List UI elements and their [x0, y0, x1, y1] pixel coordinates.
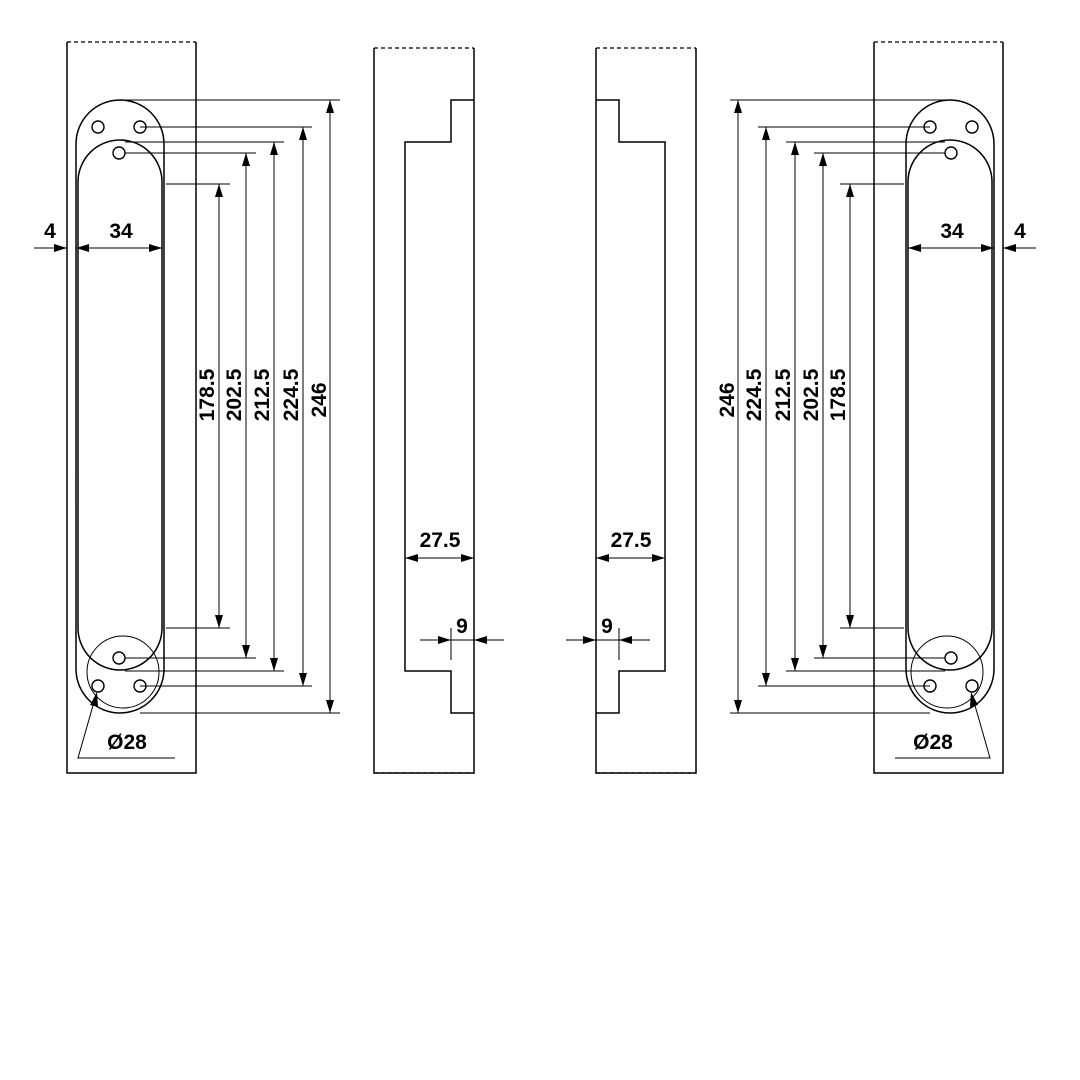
dim-224-5: 224.5 [743, 368, 766, 421]
door-outline [66, 42, 197, 774]
right-front-view: 246 224.5 212.5 202.5 178.5 34 4 Ø28 [716, 41, 1036, 774]
dim-224-5: 224.5 [280, 368, 303, 421]
center-right-side-view: 27.5 9 [566, 47, 697, 774]
dim-9: 9 [456, 615, 468, 638]
dim-178-5: 178.5 [196, 368, 219, 421]
dim-178-5: 178.5 [827, 368, 850, 421]
hinge-body-profile [596, 99, 666, 714]
hinge-plate-outer [75, 99, 165, 714]
bore-circle [86, 635, 160, 709]
dim-202-5: 202.5 [800, 368, 823, 421]
left-front-view: 246 224.5 212.5 202.5 178.5 34 4 Ø28 [34, 41, 340, 774]
dim-34: 34 [940, 220, 964, 243]
dim-4: 4 [1014, 220, 1026, 243]
dim-9: 9 [601, 615, 613, 638]
dim-202-5: 202.5 [223, 368, 246, 421]
screw-hole [112, 146, 126, 160]
dim-27-5: 27.5 [420, 529, 461, 552]
screw-hole [91, 679, 105, 693]
dim-27-5: 27.5 [611, 529, 652, 552]
dim-4: 4 [44, 220, 56, 243]
screw-hole [91, 120, 105, 134]
hinge-plate-inner [77, 139, 163, 671]
screw-hole [112, 651, 126, 665]
dim-246: 246 [716, 382, 739, 417]
dim-246: 246 [308, 382, 331, 417]
dim-34: 34 [109, 220, 133, 243]
dim-212-5: 212.5 [772, 368, 795, 421]
hinge-body-profile [404, 99, 474, 714]
center-left-side-view: 27.5 9 [373, 47, 504, 774]
dim-212-5: 212.5 [251, 368, 274, 421]
dim-diameter: Ø28 [107, 731, 147, 754]
dim-diameter: Ø28 [913, 731, 953, 754]
